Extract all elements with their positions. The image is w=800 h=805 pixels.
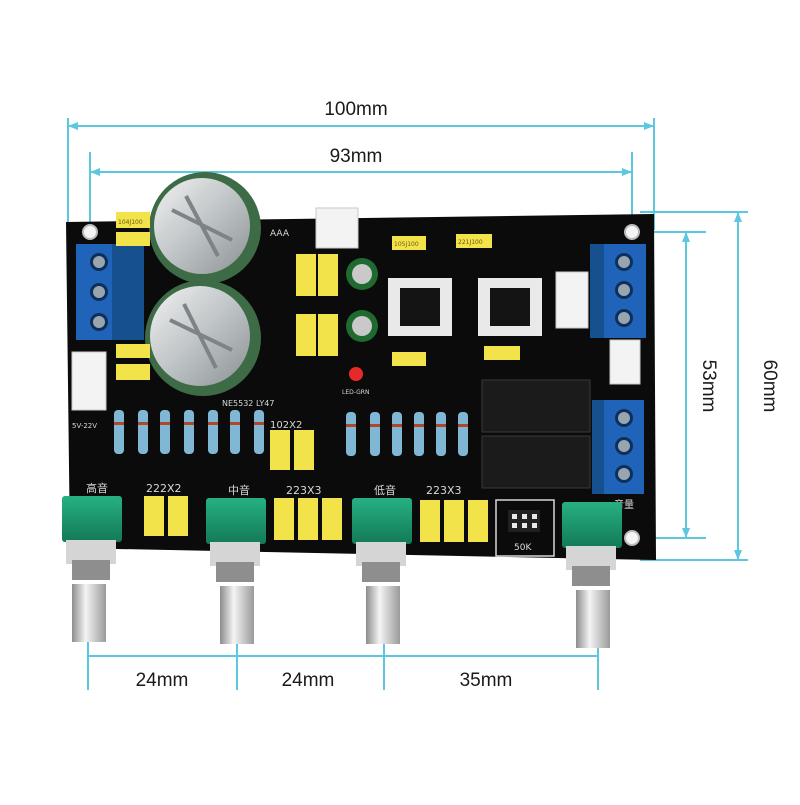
label-film-cap-c: 221J100 [458,239,483,246]
dim-60mm: 60mm [759,360,780,413]
jst-headers [71,207,641,411]
pot-value-label: 50K [514,543,532,553]
film-capacitors-upper [116,212,520,380]
electrolytic-capacitor-1 [149,172,261,284]
led [349,367,363,381]
label-bass: 低音 [374,483,396,497]
dimension-arrows [68,122,742,560]
label-treble: 高音 [86,481,108,495]
terminal-block-right-top [590,244,646,338]
dim-53mm: 53mm [698,360,719,413]
label-chip-model: NE5532 LY47 [222,399,274,408]
label-film-cap-a: 104J100 [118,219,143,226]
potentiometer-volume[interactable] [562,502,622,648]
potentiometer-mid[interactable] [206,498,266,644]
mounting-hole-tr [624,224,640,240]
label-mid: 中音 [228,483,250,497]
label-222x2: 222X2 [146,482,182,495]
small-capacitors [346,258,378,342]
dim-100mm: 100mm [324,99,387,120]
label-102x2: 102X2 [270,420,302,431]
potentiometer-bass[interactable] [352,498,412,644]
terminal-block-right-bottom [592,400,644,494]
dim-24mm-b: 24mm [282,670,335,691]
opamp-chip-1 [388,278,452,336]
opamp-chip-2 [478,278,542,336]
dim-24mm-a: 24mm [136,670,189,691]
label-film-cap-b: 105J100 [394,241,419,248]
relay-2 [481,435,591,489]
film-capacitors-lower [144,430,488,542]
potentiometer-treble[interactable] [62,496,122,642]
label-223x3-b: 223X3 [426,484,462,497]
mounting-hole-br [624,530,640,546]
resistor-row [114,410,468,456]
mounting-hole-tl [82,224,98,240]
electrolytic-capacitor-2 [145,280,261,396]
label-223x3-a: 223X3 [286,484,322,497]
terminal-block-left [76,244,144,340]
pin-header-box [495,499,555,557]
led-label: LED-GRN [342,389,369,396]
dim-93mm: 93mm [330,146,383,167]
label-power: 5V-22V [72,422,97,430]
dim-35mm: 35mm [460,670,513,691]
label-header-aaa: AAA [270,229,290,239]
relay-1 [481,379,591,433]
